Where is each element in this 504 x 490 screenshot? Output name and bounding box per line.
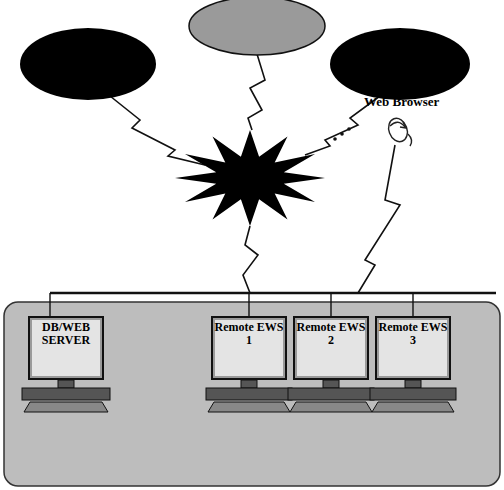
ellipsis-dot [347,127,351,131]
bus-drop [412,293,413,316]
keyboard [290,402,372,412]
wireless-link [110,96,205,165]
bus-drop [49,293,50,316]
monitor-neck [241,380,257,388]
computer-case [288,388,374,400]
monitor-neck [323,380,339,388]
wireless-link [358,145,400,293]
remote-site [20,28,156,100]
monitor-neck [405,380,421,388]
remote-site [330,28,470,100]
keyboard [372,402,454,412]
ellipsis-dot [340,132,344,136]
wireless-link [248,54,265,130]
computer-case [206,388,292,400]
node-text: DB/WEB SERVER [30,321,102,347]
workstation-screen: DB/WEB SERVER [28,316,104,380]
workstation-screen: Remote EWS 1 [211,316,287,380]
computer-case [22,388,110,400]
node-text: Remote EWS 2 [295,321,367,347]
monitor-neck [58,380,74,388]
computer-case [370,388,456,400]
wireless-link [243,226,258,293]
workstation-screen: Remote EWS 3 [375,316,451,380]
keyboard [24,402,108,412]
network-cloud [175,130,325,226]
device-label: Web Browser [364,94,439,110]
browser-icon [385,116,411,146]
site-enclosure [4,302,500,486]
node-text: Remote EWS 3 [377,321,449,347]
bus-drop [248,293,249,316]
bus-drop [330,293,331,316]
lan-bus [50,292,496,295]
keyboard [208,402,290,412]
ellipsis-dot [333,137,337,141]
workstation-screen: Remote EWS 2 [293,316,369,380]
node-text: Remote EWS 1 [213,321,285,347]
remote-site [189,0,325,55]
